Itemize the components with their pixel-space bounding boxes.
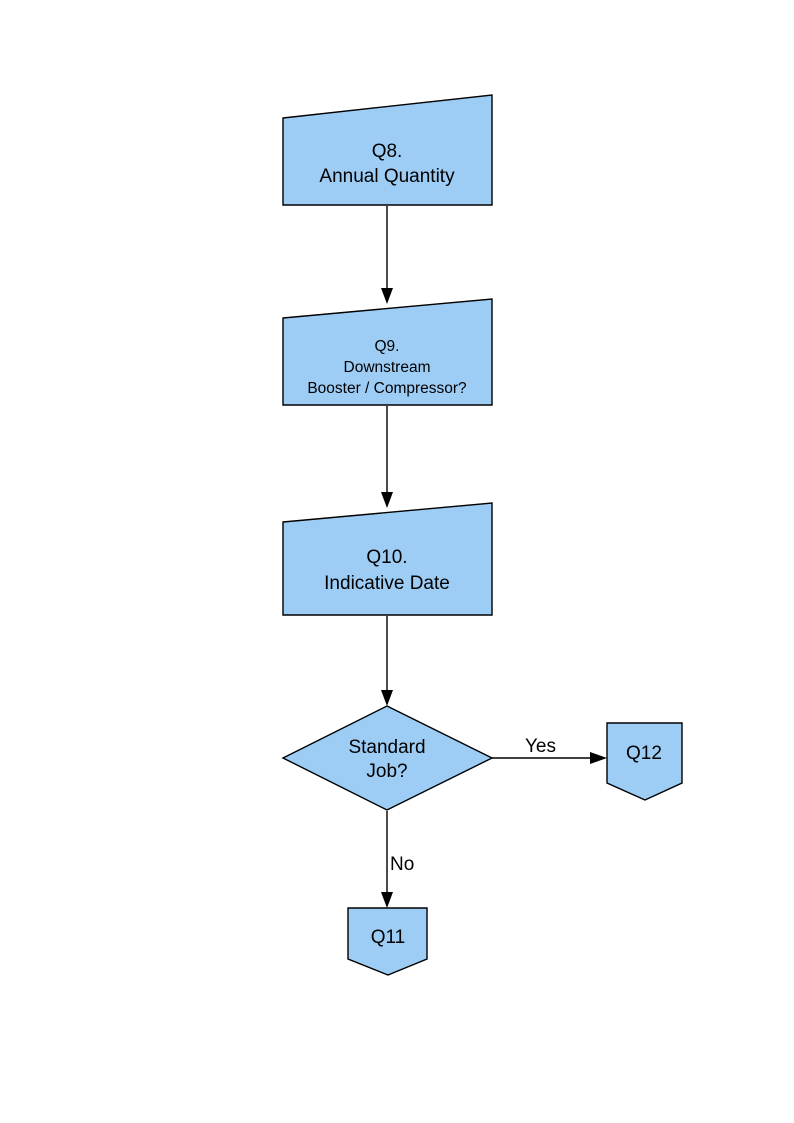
node-q10-shape[interactable]: [282, 502, 493, 616]
node-decision-shape[interactable]: [281, 705, 494, 811]
node-q9-line2: Downstream: [344, 359, 431, 376]
arrow-head-icon: [590, 752, 607, 764]
node-decision-standard-job[interactable]: Standard Job?: [281, 705, 494, 811]
node-q9-shape[interactable]: [282, 298, 493, 406]
node-q9[interactable]: Q9. Downstream Booster / Compressor?: [282, 298, 493, 406]
node-q10-line2: Indicative Date: [324, 573, 450, 594]
node-decision-line1: Standard: [348, 737, 425, 758]
node-q10[interactable]: Q10. Indicative Date: [282, 502, 493, 616]
edge-label-no: No: [390, 854, 414, 875]
node-q12-label: Q12: [626, 743, 662, 764]
arrow-head-icon: [381, 690, 393, 706]
node-q12-shape[interactable]: [606, 722, 683, 801]
node-q10-line1: Q10.: [366, 547, 407, 568]
edge-label-yes: Yes: [525, 736, 556, 757]
node-q11-shape[interactable]: [347, 907, 428, 976]
node-q9-line3: Booster / Compressor?: [307, 380, 467, 397]
connector-q8-to-q9: [381, 206, 393, 304]
arrow-head-icon: [381, 492, 393, 508]
node-q11[interactable]: Q11: [347, 907, 428, 976]
node-q8-line1: Q8.: [372, 141, 403, 162]
arrow-head-icon: [381, 892, 393, 908]
arrow-head-icon: [381, 288, 393, 304]
node-decision-line2: Job?: [366, 761, 407, 782]
node-q11-label: Q11: [371, 927, 406, 948]
connector-decision-to-q11: No: [381, 811, 414, 908]
node-q8-shape[interactable]: [282, 94, 493, 206]
connector-decision-to-q12: Yes: [492, 736, 607, 764]
node-q8[interactable]: Q8. Annual Quantity: [282, 94, 493, 206]
connector-q9-to-q10: [381, 406, 393, 508]
node-q9-line1: Q9.: [375, 338, 400, 355]
node-q12[interactable]: Q12: [606, 722, 683, 801]
connector-q10-to-decision: [381, 616, 393, 706]
node-q8-line2: Annual Quantity: [319, 166, 455, 187]
